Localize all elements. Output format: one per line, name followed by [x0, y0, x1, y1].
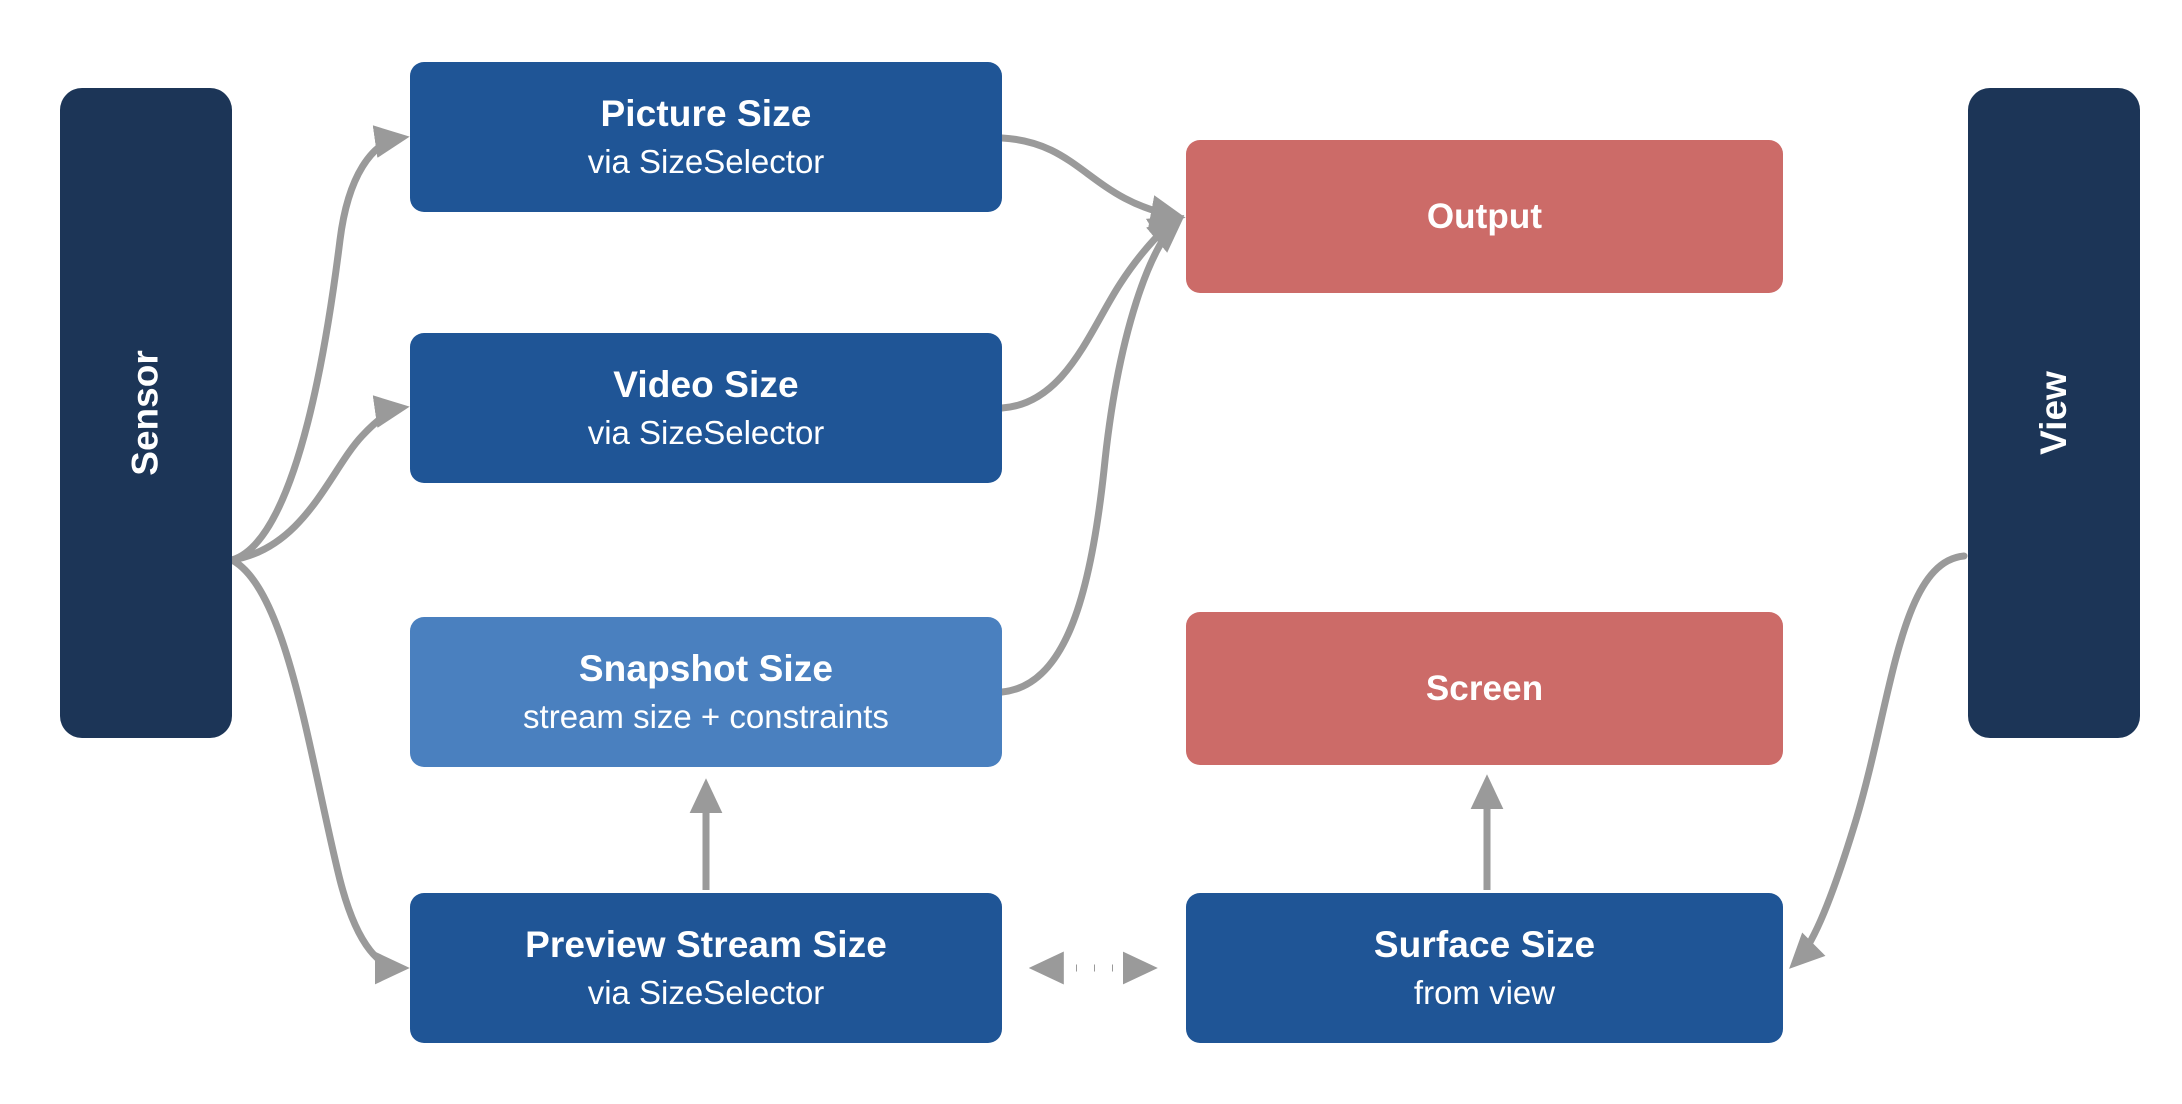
- node-screen[interactable]: Screen: [1186, 612, 1783, 765]
- node-screen-title: Screen: [1425, 668, 1544, 708]
- edge-picture-size-to-output: [998, 134, 1186, 228]
- node-preview-stream-size-subtitle: via SizeSelector: [587, 973, 825, 1011]
- edge-snapshot-size-to-output: [998, 217, 1184, 696]
- node-video-size[interactable]: Video Size via SizeSelector: [410, 333, 1002, 483]
- node-picture-size-title: Picture Size: [600, 93, 812, 135]
- edge-sensor-to-picture-size: [228, 125, 410, 564]
- edge-sensor-to-video-size: [228, 395, 410, 564]
- rail-sensor[interactable]: Sensor: [60, 88, 232, 738]
- node-preview-stream-size-title: Preview Stream Size: [525, 924, 887, 966]
- node-surface-size-title: Surface Size: [1373, 924, 1596, 966]
- node-picture-size[interactable]: Picture Size via SizeSelector: [410, 62, 1002, 212]
- node-snapshot-size-title: Snapshot Size: [578, 648, 834, 690]
- rail-view[interactable]: View: [1968, 88, 2140, 738]
- node-surface-size-subtitle: from view: [1413, 973, 1556, 1011]
- node-picture-size-subtitle: via SizeSelector: [587, 142, 825, 180]
- edge-video-size-to-output: [998, 214, 1185, 412]
- node-video-size-subtitle: via SizeSelector: [587, 413, 825, 451]
- rail-sensor-label: Sensor: [125, 350, 166, 476]
- node-video-size-title: Video Size: [613, 364, 799, 406]
- rail-view-label: View: [2033, 371, 2074, 455]
- node-surface-size[interactable]: Surface Size from view: [1186, 893, 1783, 1043]
- edge-sensor-to-preview-stream-size: [228, 556, 410, 985]
- node-output[interactable]: Output: [1186, 140, 1783, 293]
- node-snapshot-size-subtitle: stream size + constraints: [523, 697, 889, 735]
- node-output-title: Output: [1426, 196, 1543, 236]
- node-preview-stream-size[interactable]: Preview Stream Size via SizeSelector: [410, 893, 1002, 1043]
- edge-view-to-surface-size: [1789, 552, 1968, 969]
- node-snapshot-size[interactable]: Snapshot Size stream size + constraints: [410, 617, 1002, 767]
